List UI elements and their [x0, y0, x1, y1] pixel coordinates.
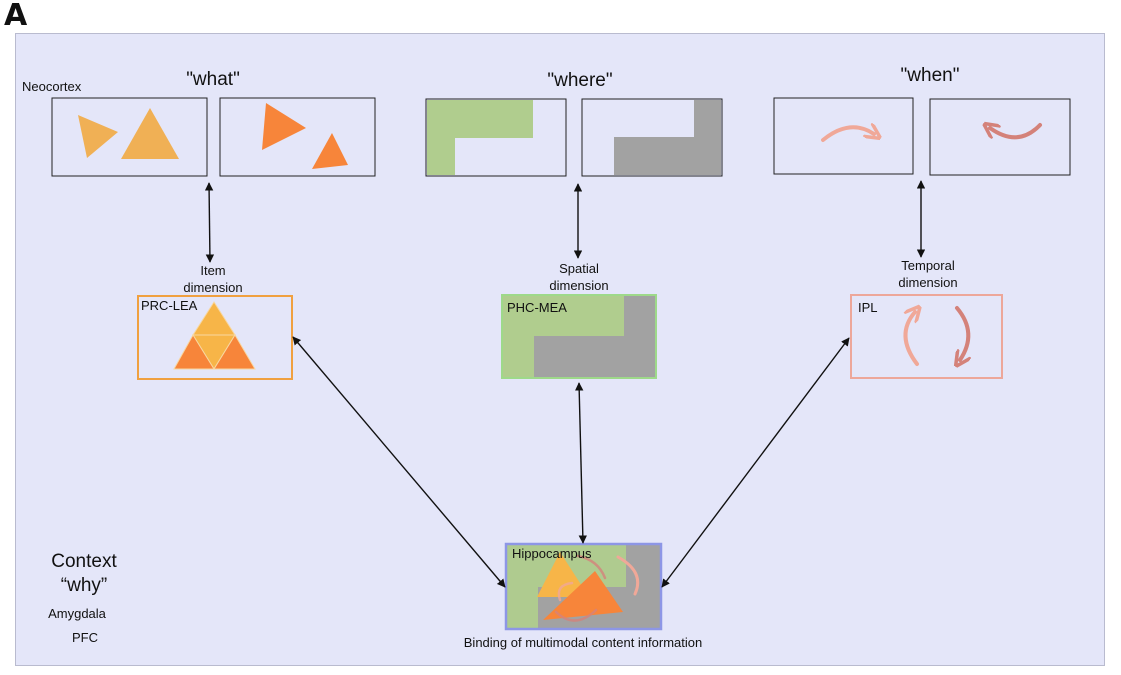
l-shape: [614, 100, 721, 175]
cycle-arrow-icon: [957, 306, 968, 360]
ipl-hippocampus-arrow: [661, 337, 850, 588]
hippocampus-box: [504, 542, 663, 631]
triangle-shape: [192, 301, 236, 336]
curved-arrow-icon: [821, 127, 874, 142]
pfc-label: PFC: [72, 630, 98, 645]
what-heading: "what": [186, 69, 240, 90]
neocortex-label: Neocortex: [22, 79, 82, 94]
triangle-shape: [312, 133, 348, 169]
triangle-shape: [121, 108, 179, 159]
when-box-1: [773, 97, 914, 175]
what-item-arrow: [204, 182, 215, 263]
ipl-label: IPL: [858, 300, 878, 315]
triangle-shape: [213, 334, 256, 370]
binding-caption: Binding of multimodal content informatio…: [463, 635, 703, 650]
prc-hippocampus-arrow: [292, 336, 506, 588]
phc-mea-box: [501, 294, 657, 379]
phc-mea-label: PHC-MEA: [507, 300, 567, 315]
when-box-2: [929, 98, 1071, 176]
panel-letter: A: [4, 0, 28, 33]
prc-lea-label: PRC-LEA: [141, 298, 198, 313]
cycle-arrow-icon: [903, 312, 917, 366]
when-heading: "when": [900, 65, 960, 86]
l-shape: [427, 100, 533, 175]
ipl-box: [850, 294, 1003, 379]
context-title: Context: [51, 551, 117, 572]
phc-hippocampus-arrow: [574, 382, 588, 544]
triangle-shape: [537, 552, 589, 597]
l-shape: [534, 296, 655, 377]
triangle-shape: [262, 103, 306, 150]
prc-lea-box: [137, 295, 293, 380]
where-heading: "where": [547, 70, 613, 91]
context-subtitle: “why”: [60, 575, 108, 596]
triangle-shape: [543, 571, 623, 620]
amygdala-label: Amygdala: [48, 606, 106, 621]
where-box-1: [425, 98, 567, 177]
what-box-2: [219, 97, 376, 177]
curved-arrow-icon: [990, 125, 1042, 140]
triangle-shape: [173, 334, 215, 370]
what-box-1: [51, 97, 208, 177]
triangle-shape: [78, 115, 118, 158]
hippocampus-label: Hippocampus: [512, 546, 592, 561]
where-box-2: [581, 98, 723, 177]
curved-arrow-icon: [616, 555, 640, 596]
